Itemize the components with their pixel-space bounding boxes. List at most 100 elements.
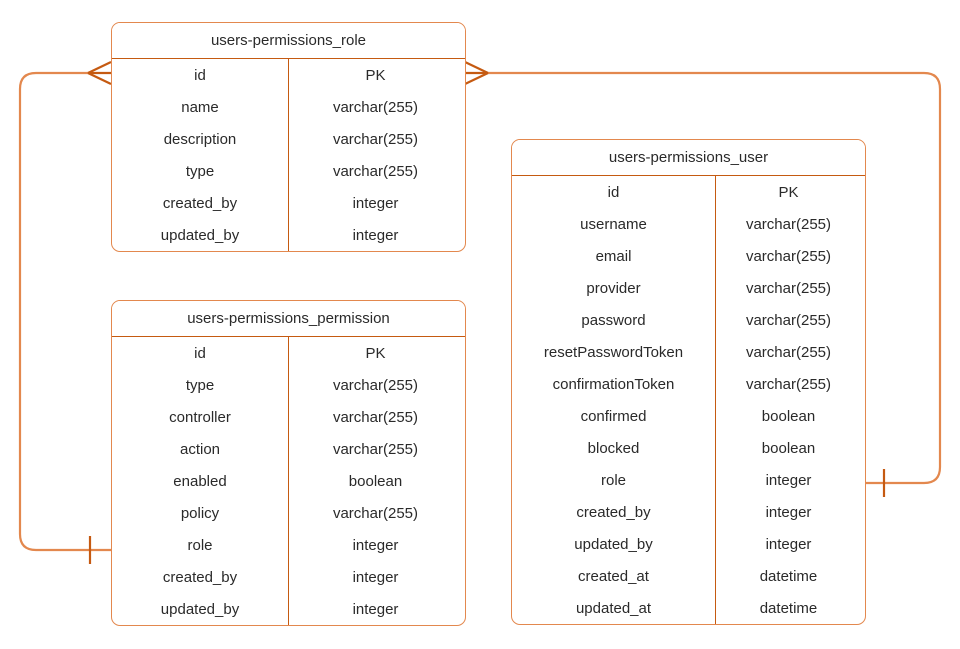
field-type: varchar(255) xyxy=(332,98,419,116)
field-name: role xyxy=(187,536,213,554)
field-name: policy xyxy=(180,504,220,522)
field-name: action xyxy=(179,440,221,458)
field-type: PK xyxy=(365,66,386,84)
field-type: varchar(255) xyxy=(745,375,832,393)
table-row[interactable]: blocked boolean xyxy=(512,432,865,464)
field-type: integer xyxy=(352,568,399,586)
field-type: integer xyxy=(765,471,812,489)
table-row[interactable]: policy varchar(255) xyxy=(112,497,465,529)
table-row[interactable]: confirmed boolean xyxy=(512,400,865,432)
table-row[interactable]: created_by integer xyxy=(112,561,465,593)
field-type: datetime xyxy=(759,567,818,585)
field-type: varchar(255) xyxy=(745,247,832,265)
field-name: type xyxy=(185,162,215,180)
field-name: type xyxy=(185,376,215,394)
table-row[interactable]: confirmationToken varchar(255) xyxy=(512,368,865,400)
table-row[interactable]: email varchar(255) xyxy=(512,240,865,272)
field-type: integer xyxy=(765,503,812,521)
table-row[interactable]: updated_by integer xyxy=(112,219,465,251)
table-row[interactable]: id PK xyxy=(112,337,465,369)
field-type: PK xyxy=(778,183,799,201)
field-type: varchar(255) xyxy=(745,343,832,361)
field-type: boolean xyxy=(761,439,816,457)
field-name: created_by xyxy=(162,568,238,586)
table-row[interactable]: id PK xyxy=(512,176,865,208)
field-name: role xyxy=(600,471,626,489)
field-type: PK xyxy=(365,344,386,362)
entity-users-permissions-user[interactable]: users-permissions_user id PK username va… xyxy=(511,139,866,625)
edge-role-permission xyxy=(18,71,111,552)
table-row[interactable]: id PK xyxy=(112,59,465,91)
field-type: varchar(255) xyxy=(332,440,419,458)
field-name: confirmed xyxy=(580,407,647,425)
table-row[interactable]: enabled boolean xyxy=(112,465,465,497)
column-divider xyxy=(288,337,289,625)
table-row[interactable]: type varchar(255) xyxy=(112,369,465,401)
field-name: controller xyxy=(169,408,231,426)
field-name: resetPasswordToken xyxy=(543,343,684,361)
table-row[interactable]: role integer xyxy=(512,464,865,496)
field-name: username xyxy=(580,215,647,233)
field-type: varchar(255) xyxy=(332,376,419,394)
field-type: integer xyxy=(352,600,399,618)
field-name: created_at xyxy=(578,567,649,585)
field-type: integer xyxy=(765,535,812,553)
field-name: created_by xyxy=(162,194,238,212)
column-divider xyxy=(288,59,289,251)
field-name: created_by xyxy=(576,503,651,521)
field-type: datetime xyxy=(759,599,818,617)
field-name: name xyxy=(181,98,219,116)
entity-fields: id PK name varchar(255) description varc… xyxy=(112,59,465,251)
field-name: id xyxy=(194,66,206,84)
entity-title: users-permissions_user xyxy=(512,140,865,176)
entity-title: users-permissions_role xyxy=(112,23,465,59)
table-row[interactable]: updated_by integer xyxy=(112,593,465,625)
entity-fields: id PK type varchar(255) controller varch… xyxy=(112,337,465,625)
field-name: updated_by xyxy=(574,535,653,553)
field-type: integer xyxy=(352,226,399,244)
table-row[interactable]: provider varchar(255) xyxy=(512,272,865,304)
field-type: varchar(255) xyxy=(332,408,419,426)
table-row[interactable]: created_at datetime xyxy=(512,560,865,592)
field-type: integer xyxy=(352,194,399,212)
field-name: password xyxy=(581,311,646,329)
crows-foot-role-right xyxy=(464,61,489,85)
field-type: boolean xyxy=(761,407,816,425)
table-row[interactable]: type varchar(255) xyxy=(112,155,465,187)
table-row[interactable]: action varchar(255) xyxy=(112,433,465,465)
entity-users-permissions-permission[interactable]: users-permissions_permission id PK type … xyxy=(111,300,466,626)
field-type: boolean xyxy=(348,472,403,490)
table-row[interactable]: updated_at datetime xyxy=(512,592,865,624)
field-type: varchar(255) xyxy=(745,215,832,233)
field-name: updated_by xyxy=(160,600,240,618)
table-row[interactable]: role integer xyxy=(112,529,465,561)
table-row[interactable]: controller varchar(255) xyxy=(112,401,465,433)
table-row[interactable]: created_by integer xyxy=(112,187,465,219)
table-row[interactable]: username varchar(255) xyxy=(512,208,865,240)
field-name: provider xyxy=(586,279,641,297)
field-name: updated_by xyxy=(160,226,240,244)
crows-foot-role-left xyxy=(87,61,112,85)
entity-title: users-permissions_permission xyxy=(112,301,465,337)
entity-users-permissions-role[interactable]: users-permissions_role id PK name varcha… xyxy=(111,22,466,252)
field-name: id xyxy=(607,183,620,201)
field-type: varchar(255) xyxy=(332,130,419,148)
field-type: varchar(255) xyxy=(332,162,419,180)
field-type: varchar(255) xyxy=(745,279,832,297)
table-row[interactable]: updated_by integer xyxy=(512,528,865,560)
field-name: description xyxy=(163,130,237,148)
table-row[interactable]: password varchar(255) xyxy=(512,304,865,336)
table-row[interactable]: created_by integer xyxy=(512,496,865,528)
field-type: varchar(255) xyxy=(745,311,832,329)
field-name: email xyxy=(595,247,632,265)
table-row[interactable]: resetPasswordToken varchar(255) xyxy=(512,336,865,368)
field-name: enabled xyxy=(173,472,227,490)
field-name: confirmationToken xyxy=(552,375,675,393)
field-name: blocked xyxy=(587,439,640,457)
field-name: updated_at xyxy=(575,599,652,617)
table-row[interactable]: name varchar(255) xyxy=(112,91,465,123)
table-row[interactable]: description varchar(255) xyxy=(112,123,465,155)
entity-fields: id PK username varchar(255) email varcha… xyxy=(512,176,865,624)
field-type: integer xyxy=(352,536,399,554)
